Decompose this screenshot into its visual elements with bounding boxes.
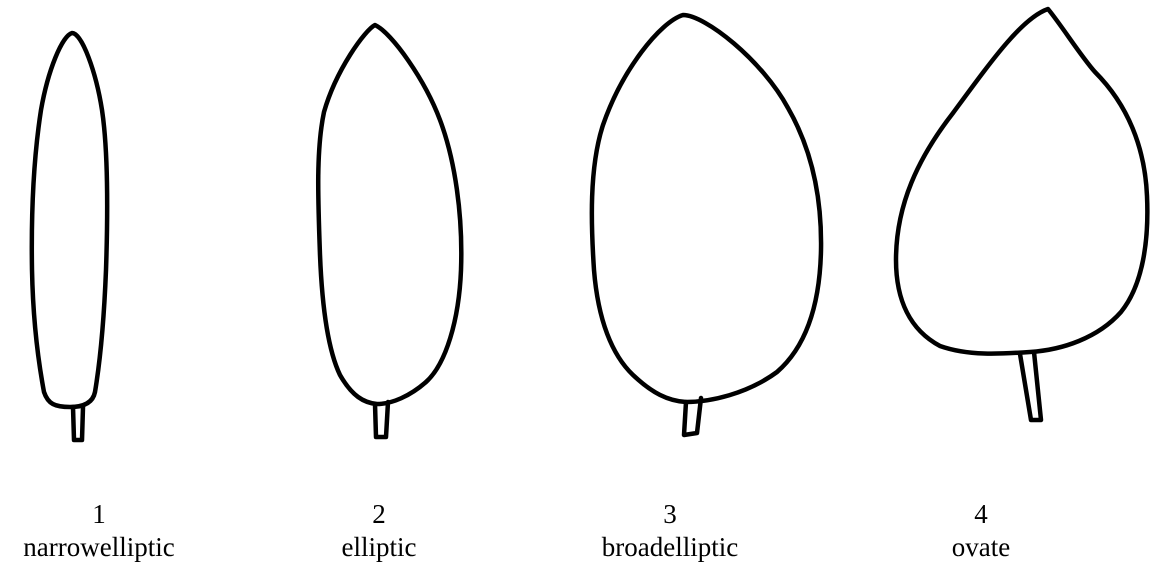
leaf-number-2: 2 — [259, 498, 499, 531]
leaf-caption-1: 1 narrowelliptic — [0, 498, 219, 564]
leaf-blade-ovate — [896, 9, 1147, 354]
leaf-caption-4: 4 ovate — [861, 498, 1101, 564]
leaf-petiole-elliptic — [375, 402, 388, 437]
leaf-outline-broadelliptic — [592, 15, 821, 435]
leaf-name-4: ovate — [861, 531, 1101, 564]
leaf-name-2: elliptic — [259, 531, 499, 564]
leaf-caption-3: 3 broadelliptic — [550, 498, 790, 564]
leaf-number-1: 1 — [0, 498, 219, 531]
leaf-name-3: broadelliptic — [550, 531, 790, 564]
leaf-name-1: narrowelliptic — [0, 531, 219, 564]
leaf-caption-2: 2 elliptic — [259, 498, 499, 564]
leaf-blade-narrowelliptic — [32, 33, 107, 407]
leaf-petiole-ovate — [1020, 352, 1041, 420]
leaf-blade-elliptic — [318, 25, 461, 404]
leaf-number-3: 3 — [550, 498, 790, 531]
leaf-outline-narrowelliptic — [32, 33, 107, 440]
leaf-outline-elliptic — [318, 25, 461, 437]
leaf-outline-ovate — [896, 9, 1147, 420]
leaf-petiole-narrowelliptic — [73, 407, 83, 440]
leaf-number-4: 4 — [861, 498, 1101, 531]
leaf-blade-broadelliptic — [592, 15, 821, 402]
